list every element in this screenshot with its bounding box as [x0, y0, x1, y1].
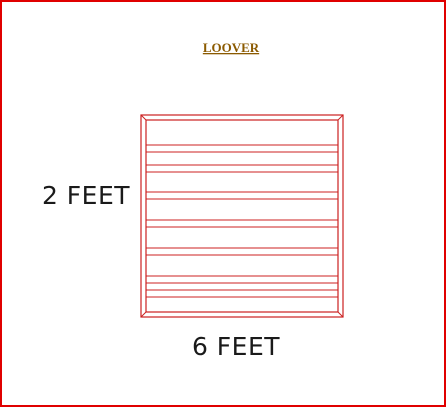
louver-panel — [140, 114, 344, 318]
corner-joint — [140, 114, 147, 121]
width-dimension-label: 6 FEET — [192, 332, 280, 361]
louver-inner-frame — [145, 119, 339, 313]
drawing-title: LOOVER — [203, 40, 260, 55]
louver-outer-frame — [140, 114, 344, 318]
height-dimension-label: 2 FEET — [42, 181, 130, 210]
corner-joint — [337, 311, 344, 318]
corner-joint — [140, 311, 147, 318]
corner-joint — [337, 114, 344, 121]
